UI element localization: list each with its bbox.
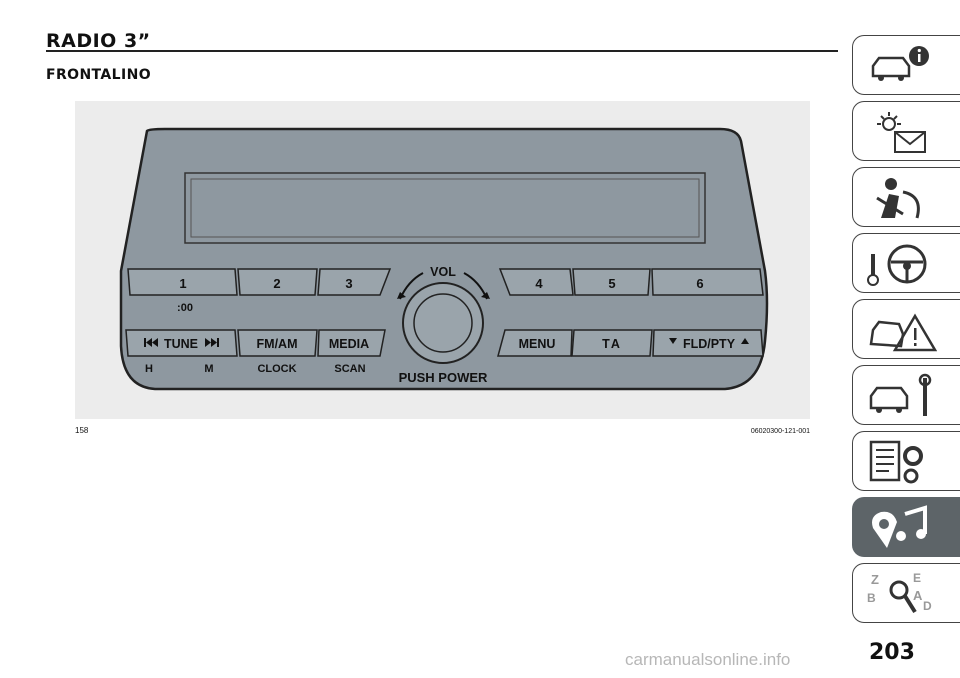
tune-button[interactable]: TUNE [125,329,238,357]
media-button[interactable]: MEDIA [317,329,386,357]
ta-label: TA [602,337,622,351]
preset-2-label: 2 [273,276,280,291]
technical-data-icon [869,440,923,484]
preset-5-label: 5 [608,276,615,291]
sublabel-clock: CLOCK [257,363,296,375]
volume-knob[interactable] [402,282,484,364]
preset-button-1[interactable]: 1 [127,268,238,296]
triangle-down-icon [669,338,677,344]
page-number: 203 [869,640,915,665]
svg-text:A: A [913,588,923,603]
fm-am-button[interactable]: FM/AM [237,329,318,357]
svg-text:B: B [867,591,876,605]
fld-pty-button[interactable]: FLD/PTY [652,329,764,357]
title-rule [46,50,838,52]
warning-lights-icon [877,112,926,153]
fld-pty-label: FLD/PTY [683,337,736,351]
ta-button[interactable]: TA [571,329,653,357]
tune-label: TUNE [164,337,198,351]
tab-index[interactable]: Z E B A D [852,563,960,623]
radio-figure: 1 2 3 :00 4 5 6 [75,101,810,419]
tab-warning-lights[interactable] [852,101,960,161]
preset-6-label: 6 [696,276,703,291]
tab-maintenance[interactable] [852,365,960,425]
sublabel-h: H [145,363,153,375]
skip-forward-icon [205,338,219,347]
fm-am-label: FM/AM [257,337,298,351]
car-info-icon [871,46,929,81]
radio-front-panel: 1 2 3 :00 4 5 6 [119,127,769,391]
preset-4-label: 4 [535,276,543,291]
preset-button-5[interactable]: 5 [572,268,651,296]
watermark: carmanualsonline.info [625,650,791,669]
tab-car-info[interactable] [852,35,960,95]
preset-button-6[interactable]: 6 [651,268,764,296]
tab-technical-data[interactable] [852,431,960,491]
emergency-icon [869,313,937,352]
tab-driving[interactable] [852,233,960,293]
push-power-label: PUSH POWER [399,370,488,385]
page-title: RADIO 3” [46,30,151,52]
media-label: MEDIA [329,337,369,351]
vol-arrows [397,272,490,300]
preset-button-4[interactable]: 4 [498,268,574,296]
safety-icon [876,178,920,219]
section-subtitle: FRONTALINO [46,67,152,83]
preset-button-3[interactable]: 3 [317,268,392,296]
triangle-up-icon [741,338,749,344]
preset-1-label: 1 [179,276,186,291]
preset-3-label: 3 [345,276,352,291]
vol-label: VOL [430,265,456,279]
sublabel-scan: SCAN [334,363,365,375]
menu-button[interactable]: MENU [497,329,573,357]
preset-sublabel: :00 [177,302,193,314]
index-icon: Z E B A D [867,571,932,614]
maintenance-icon [869,373,932,416]
multimedia-icon [872,505,927,548]
tab-safety[interactable] [852,167,960,227]
svg-text:D: D [923,599,932,613]
tab-emergency[interactable] [852,299,960,359]
radio-display [184,172,706,244]
figure-code: 06020300-121-001 [750,428,810,435]
sublabel-m: M [204,363,213,375]
tab-multimedia[interactable] [852,497,960,557]
menu-label: MENU [519,337,556,351]
svg-text:Z: Z [871,572,879,587]
driving-icon [867,244,927,286]
figure-number: 158 [75,426,89,435]
skip-back-icon [144,338,158,347]
svg-text:E: E [913,571,921,585]
preset-button-2[interactable]: 2 [237,268,318,296]
